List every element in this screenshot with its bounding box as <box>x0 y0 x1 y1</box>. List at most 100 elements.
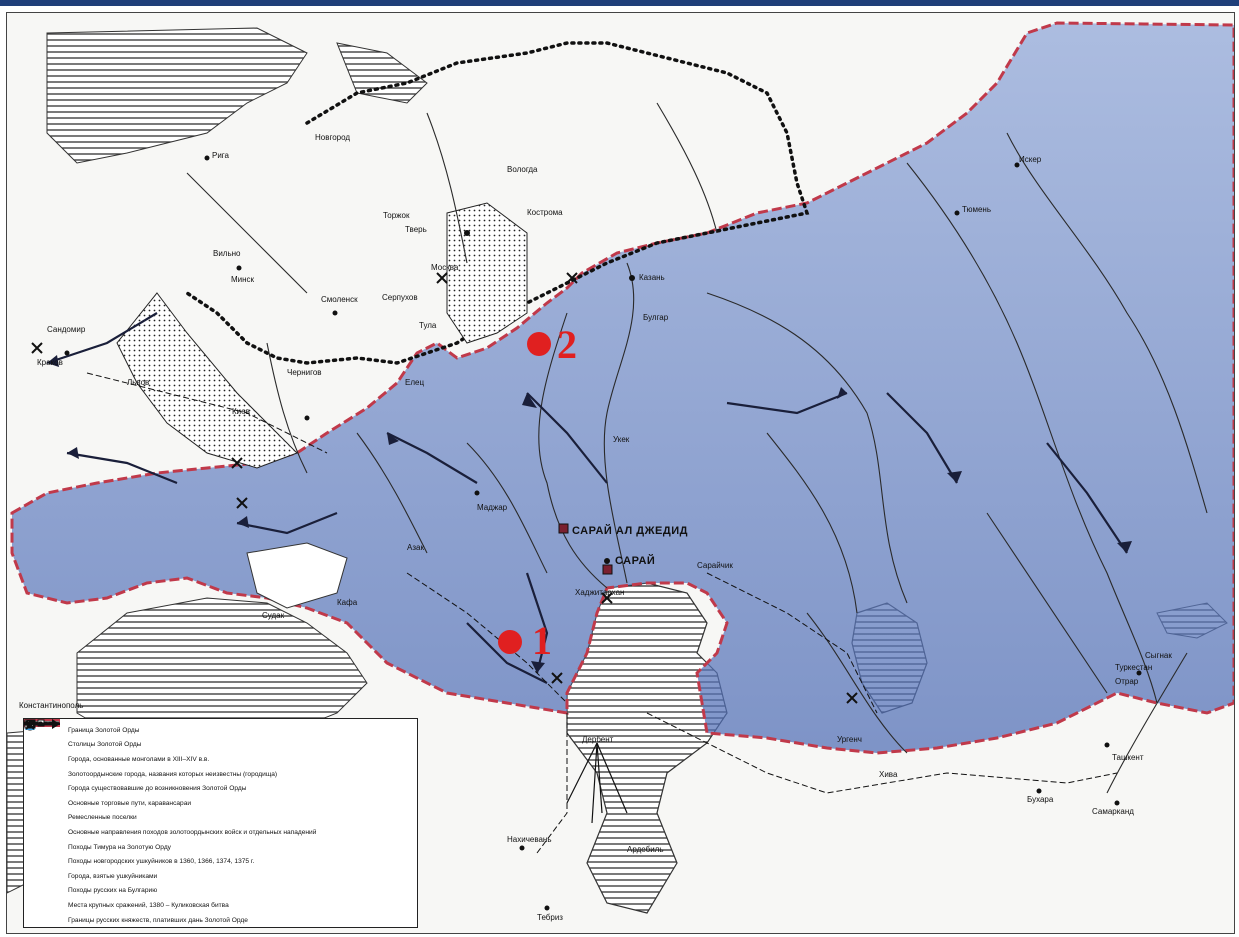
legend-text: Города, основанные монголами в XIII–XIV … <box>68 755 210 763</box>
capital-dot-icon <box>24 719 68 751</box>
label-isker: Искер <box>1019 155 1042 164</box>
legend-text: Граница Золотой Орды <box>68 726 140 734</box>
marker-2-dot[interactable] <box>527 332 551 356</box>
legend-text: Основные направления походов золотоордын… <box>68 828 317 836</box>
legend-row: Города, основанные монголами в XIII–XIV … <box>25 720 411 767</box>
crimea <box>246 542 348 609</box>
russian-arrow-icon <box>24 720 68 897</box>
label-vilno: Вильно <box>213 249 241 258</box>
marker-2-label: 2 <box>557 322 577 367</box>
arrow-heads <box>47 355 1132 673</box>
label-otrar: Отрар <box>1115 677 1139 686</box>
legend-row: Походы новгородских ушкуйников в 1360, 1… <box>24 721 411 869</box>
legend-row: Походы Тимура на Золотую Орду <box>24 720 411 855</box>
battle-sites <box>31 272 858 704</box>
top-border-bar <box>0 0 1239 6</box>
label-serpukhov: Серпухов <box>382 293 418 302</box>
legend-text: Границы русских княжеств, плативших дань… <box>68 916 248 924</box>
legend-text: Города существовавшие до возникновения З… <box>68 785 247 793</box>
campaign-arrows <box>46 312 1128 684</box>
label-bulgar: Булгар <box>643 313 669 322</box>
russian-principalities-border <box>185 41 810 365</box>
label-khiva: Хива <box>879 770 898 779</box>
label-tula: Тула <box>419 321 437 330</box>
label-derbent: Дербент <box>582 735 614 744</box>
legend-row: Походы русских на Булгарию <box>24 720 411 899</box>
white-sea <box>336 42 428 104</box>
legend-row: Золотоордынские города, названия которых… <box>25 720 411 782</box>
battle-cross-icon <box>25 720 68 911</box>
novgorod-arrow-icon <box>24 721 68 868</box>
legend-text: Походы русских на Булгарию <box>68 887 158 895</box>
legend-row: Столицы Золотой Орды <box>24 719 411 753</box>
label-kaffa: Кафа <box>337 598 358 607</box>
label-azak: Азак <box>407 543 424 552</box>
trade-routes <box>86 372 1118 854</box>
label-kazan: Казань <box>639 273 665 282</box>
label-konstantinopol: Константинополь <box>19 701 84 710</box>
taken-city-icon <box>26 720 68 882</box>
golden-horde-map: 1 2 САРАЙ АЛ ДЖЕДИД САРАЙ Казань Москва … <box>6 12 1235 934</box>
map-legend: Граница Золотой Орды Столицы Золотой Орд… <box>23 718 418 928</box>
baltic-sea <box>46 27 308 164</box>
label-smolensk: Смоленск <box>321 295 358 304</box>
blue-triangle-icon <box>25 720 68 780</box>
label-tyumen: Тюмень <box>962 205 991 214</box>
label-tebriz: Тебриз <box>537 913 563 922</box>
label-sudak: Судак <box>262 611 285 620</box>
timur-arrow-icon <box>24 720 68 853</box>
label-tver: Тверь <box>405 225 427 234</box>
legend-row: Ремесленные поселки <box>24 719 411 826</box>
label-moscow: Москва <box>431 263 459 272</box>
legend-row: Границы русских княжеств, плативших дань… <box>24 721 411 928</box>
legend-row: Города существовавшие до возникновения З… <box>26 721 411 796</box>
legend-text: Золотоордынские города, названия которых… <box>68 770 278 778</box>
label-minsk: Минск <box>231 275 255 284</box>
label-kiev: Киев <box>232 407 250 416</box>
label-vologda: Вологда <box>507 165 538 174</box>
green-dot-icon <box>26 721 68 795</box>
campaign-arrow-icon <box>24 719 68 838</box>
marker-1-label: 1 <box>532 618 552 663</box>
label-sandomir: Сандомир <box>47 325 86 334</box>
label-maydzhar: Маджар <box>477 503 508 512</box>
northern-campaign-area <box>446 202 528 344</box>
label-riga: Рига <box>212 151 229 160</box>
legend-text: Ремесленные поселки <box>68 814 137 822</box>
label-ukek: Укек <box>613 435 630 444</box>
legend-text: Города, взятые ушкуйниками <box>68 872 158 880</box>
yellow-dot-icon <box>25 720 68 765</box>
label-novgorod: Новгород <box>315 133 351 142</box>
legend-text: Походы новгородских ушкуйников в 1360, 1… <box>68 858 255 866</box>
russian-border-icon <box>24 721 68 926</box>
legend-text: Места крупных сражений, 1380 – Куликовск… <box>68 901 229 909</box>
label-urgench: Ургенч <box>837 735 862 744</box>
legend-row: Граница Золотой Орды <box>24 719 411 738</box>
trade-route-icon <box>24 719 68 809</box>
legend-text: Столицы Золотой Орды <box>68 741 142 749</box>
label-turkestan: Туркестан <box>1115 663 1153 672</box>
city-dots <box>64 155 1142 911</box>
label-saraichik: Сарайчик <box>697 561 733 570</box>
western-campaign-area <box>116 292 298 469</box>
legend-text: Походы Тимура на Золотую Орду <box>68 843 171 851</box>
map-canvas <box>7 21 1234 914</box>
capital-markers <box>558 523 613 575</box>
label-ardebil: Ардебиль <box>627 845 664 854</box>
legend-text: Основные торговые пути, каравансараи <box>68 799 192 807</box>
craft-settlement-icon <box>24 719 68 824</box>
label-saray-al-jedid: САРАЙ АЛ ДЖЕДИД <box>572 525 688 537</box>
label-sighnak: Сыгнак <box>1145 651 1172 660</box>
label-tashkent: Ташкент <box>1112 753 1144 762</box>
label-torzhok: Торжок <box>383 211 410 220</box>
legend-row: Основные направления походов золотоордын… <box>24 719 411 840</box>
label-nakhichevan: Нахичевань <box>507 835 552 844</box>
marker-1-dot[interactable] <box>498 630 522 654</box>
label-krakow: Краков <box>37 358 63 367</box>
legend-row: Города, взятые ушкуйниками <box>26 720 411 884</box>
label-bukhara: Бухара <box>1027 795 1054 804</box>
label-yelets: Елец <box>405 378 425 387</box>
label-lvov: Львов <box>127 378 150 387</box>
rivers <box>186 102 1208 794</box>
